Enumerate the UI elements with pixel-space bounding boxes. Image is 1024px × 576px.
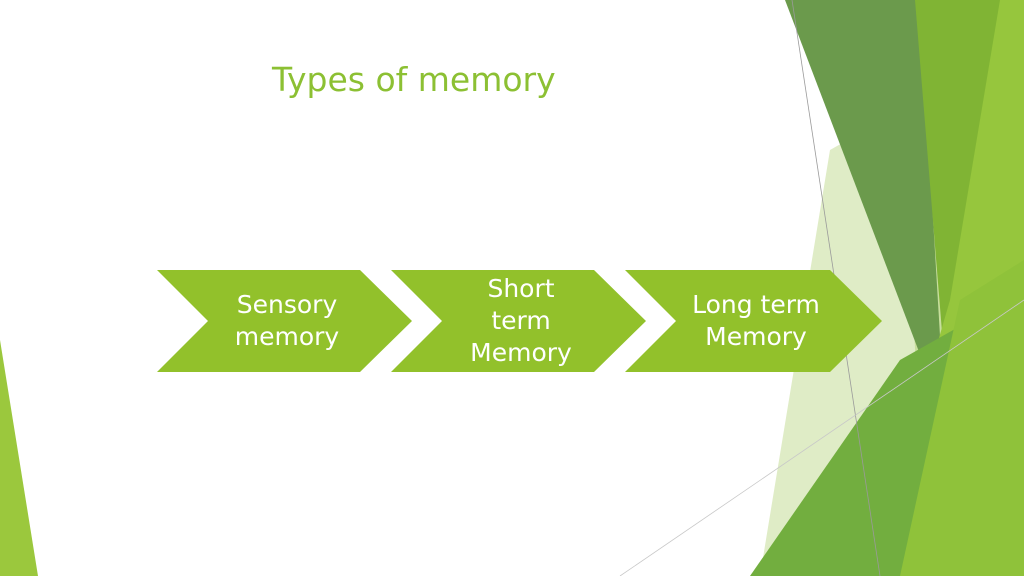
deco-shape-lime <box>900 260 1024 576</box>
step-label-1: Sensory memory <box>207 270 367 372</box>
slide-title: Types of memory <box>272 60 556 99</box>
left-edge-shape <box>0 340 38 576</box>
step-label-3-text: Long term Memory <box>692 290 820 351</box>
step-label-2-text: Short term Memory <box>470 274 572 367</box>
deco-shape-dark <box>785 0 945 420</box>
step-label-1-text: Sensory memory <box>234 290 340 351</box>
chevron-step-2 <box>391 270 646 372</box>
step-label-2: Short term Memory <box>441 270 601 372</box>
deco-line-2 <box>619 299 1024 576</box>
chevron-step-1 <box>157 270 412 372</box>
step-label-3: Long term Memory <box>676 270 836 372</box>
chevron-step-3 <box>625 270 882 372</box>
